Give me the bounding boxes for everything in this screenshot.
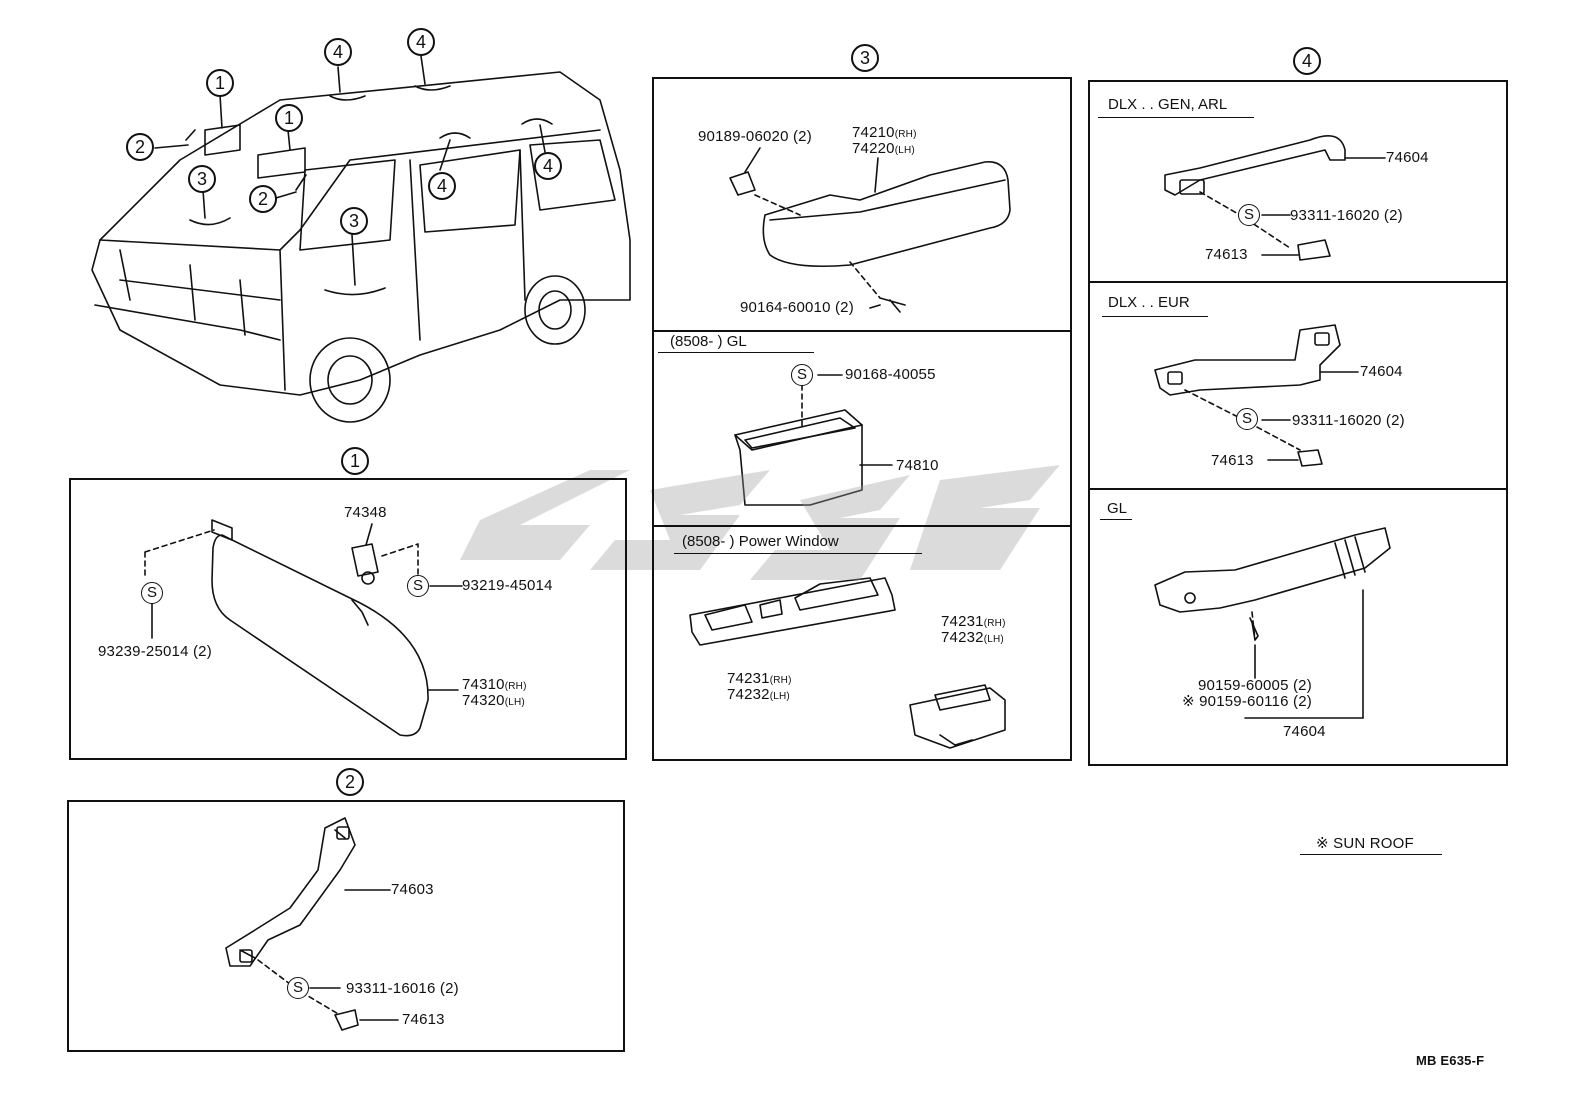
part-74210: 74210(RH) [852, 124, 917, 141]
van-marker-1a: 1 [206, 69, 234, 97]
part-74231-right: 74231(RH) [941, 613, 1006, 630]
section-3-divider-a [652, 330, 1072, 332]
part-90164-60010: 90164-60010 (2) [740, 299, 854, 316]
pocket-drawing [734, 374, 893, 506]
grip-eur-drawing [1154, 324, 1359, 467]
header-dlx-eur: DLX . . EUR [1108, 294, 1190, 311]
van-marker-2b: 2 [249, 185, 277, 213]
part-74604-gen: 74604 [1386, 149, 1429, 166]
header-dlx-eur-underline [1102, 316, 1208, 317]
part-74320-number: 74320 [462, 692, 505, 709]
footer-code: MB E635-F [1416, 1053, 1485, 1068]
section-2-marker: 2 [336, 768, 364, 796]
van-marker-4b: 4 [407, 28, 435, 56]
part-74604-gl: 74604 [1283, 723, 1326, 740]
van-marker-4a: 4 [324, 38, 352, 66]
section-4-box [1088, 80, 1508, 766]
lh-note-pw-left: (LH) [769, 691, 790, 702]
part-74232-left: 74232(LH) [727, 686, 790, 703]
part-74613-sec2: 74613 [402, 1011, 445, 1028]
s-symbol-sec3: S [791, 364, 813, 386]
part-74210-number: 74210 [852, 124, 895, 141]
part-93239-25014: 93239-25014 (2) [98, 643, 212, 660]
header-power-window: (8508- ) Power Window [682, 533, 839, 550]
van-marker-4c: 4 [428, 172, 456, 200]
part-74310-number: 74310 [462, 676, 505, 693]
s-symbol-left: S [141, 582, 163, 604]
part-74232-right: 74232(LH) [941, 629, 1004, 646]
section-1-box [69, 478, 627, 760]
part-93311-16016: 93311-16016 (2) [346, 980, 459, 997]
switch-base-drawing [689, 577, 1006, 749]
header-dlx-gen: DLX . . GEN, ARL [1108, 96, 1228, 113]
header-dlx-gen-underline [1098, 117, 1254, 118]
s-symbol-gen: S [1238, 204, 1260, 226]
section-4-divider-b [1088, 488, 1508, 490]
van-marker-2a: 2 [126, 133, 154, 161]
sun-visor-drawing [144, 519, 463, 737]
rh-note-pw-right: (RH) [983, 618, 1006, 629]
part-74604-eur: 74604 [1360, 363, 1403, 380]
legend-underline [1300, 854, 1442, 855]
part-74810: 74810 [896, 457, 939, 474]
s-symbol-eur: S [1236, 408, 1258, 430]
part-74310: 74310(RH) [462, 676, 527, 693]
part-74220-number: 74220 [852, 140, 895, 157]
armrest-drawing [729, 147, 1011, 313]
part-90168-40055: 90168-40055 [845, 366, 936, 383]
part-74231-left-number: 74231 [727, 670, 770, 687]
part-90159-60116: ※ 90159-60116 (2) [1182, 693, 1312, 710]
s-symbol-right: S [407, 575, 429, 597]
header-power-window-underline [674, 553, 922, 554]
part-74613-gen: 74613 [1205, 246, 1248, 263]
section-1-marker: 1 [341, 447, 369, 475]
part-90159-60005: 90159-60005 (2) [1198, 677, 1312, 694]
header-gl-underline [658, 352, 814, 353]
section-3-box [652, 77, 1072, 761]
part-90189-06020: 90189-06020 (2) [698, 128, 812, 145]
rh-note-s3: (RH) [894, 129, 917, 140]
section-4-marker: 4 [1293, 47, 1321, 75]
part-74613-eur: 74613 [1211, 452, 1254, 469]
part-93219-45014: 93219-45014 [462, 577, 553, 594]
section-4-divider-a [1088, 281, 1508, 283]
part-74348: 74348 [344, 504, 387, 521]
part-74231-right-number: 74231 [941, 613, 984, 630]
section-3-marker: 3 [851, 44, 879, 72]
van-marker-3b: 3 [340, 207, 368, 235]
s-symbol-sec2: S [287, 977, 309, 999]
rh-note-pw-left: (RH) [769, 675, 792, 686]
van-marker-1b: 1 [275, 104, 303, 132]
header-gl-8508: (8508- ) GL [670, 333, 747, 350]
legend-sun-roof: ※ SUN ROOF [1316, 835, 1414, 852]
van-illustration [91, 55, 631, 423]
header-gl-s4-underline [1100, 519, 1132, 520]
part-74603: 74603 [391, 881, 434, 898]
part-93311-16020-eur: 93311-16020 (2) [1292, 412, 1405, 429]
lh-note-pw-right: (LH) [983, 634, 1004, 645]
section-2-box [67, 800, 625, 1052]
lh-note-s3: (LH) [894, 145, 915, 156]
rh-note: (RH) [504, 681, 527, 692]
part-74220: 74220(LH) [852, 140, 915, 157]
part-74232-left-number: 74232 [727, 686, 770, 703]
van-marker-3a: 3 [188, 165, 216, 193]
van-marker-4d: 4 [534, 152, 562, 180]
grip-gl-drawing [1154, 527, 1391, 719]
part-74231-left: 74231(RH) [727, 670, 792, 687]
section-3-divider-b [652, 525, 1072, 527]
lh-note: (LH) [504, 697, 525, 708]
part-74232-right-number: 74232 [941, 629, 984, 646]
part-74320: 74320(LH) [462, 692, 525, 709]
header-gl: GL [1107, 500, 1128, 517]
part-93311-16020-gen: 93311-16020 (2) [1290, 207, 1403, 224]
